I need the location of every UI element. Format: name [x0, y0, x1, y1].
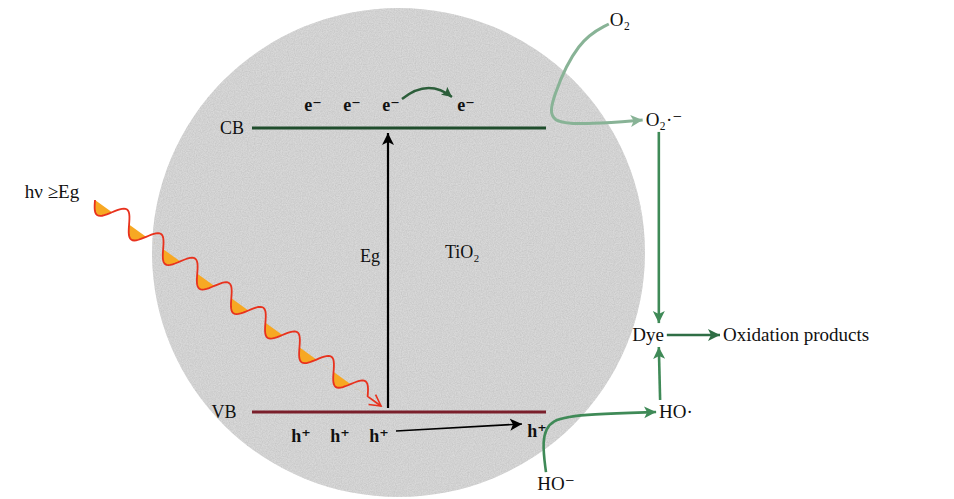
dye-label: Dye — [629, 323, 667, 347]
hydroxyl-radical-label: HO· — [656, 400, 696, 424]
label-anchor: Eg — [360, 246, 380, 267]
label-anchor: h⁺ — [527, 421, 547, 442]
oxygen-label: O₂ — [607, 8, 633, 32]
species-text: HO⁻ — [534, 472, 577, 496]
particle-fill — [152, 8, 645, 497]
label-anchor: h⁺ — [330, 426, 350, 447]
electron-label: e⁻ — [304, 95, 322, 116]
superoxide-label: O₂·⁻ — [643, 108, 686, 132]
hydroxide-label: HO⁻ — [534, 472, 577, 496]
valence-band-line — [252, 411, 546, 414]
label-anchor: hν ≥Eg — [25, 181, 79, 203]
products-label: Oxidation products — [720, 323, 872, 347]
species-text: O₂ — [607, 8, 633, 32]
label-anchor: e⁻ — [457, 95, 475, 116]
hole-label: h⁺ — [330, 426, 350, 447]
electron-label: e⁻ — [343, 95, 361, 116]
species-text: Dye — [629, 323, 667, 347]
band-gap-arrow — [387, 133, 389, 408]
reaction-arrow — [667, 334, 720, 337]
label-anchor: h⁺ — [369, 426, 389, 447]
electron-label: e⁻ — [382, 95, 400, 116]
species-text: HO· — [656, 400, 696, 424]
species-text: Oxidation products — [720, 323, 872, 347]
label-anchor: e⁻ — [382, 95, 400, 116]
hole-label: h⁺ — [291, 426, 311, 447]
particle-outline — [152, 8, 645, 497]
reaction-arrow — [659, 347, 660, 400]
label-anchor: CB — [220, 118, 244, 139]
band-name: VB — [211, 402, 236, 423]
reaction-arrow — [658, 132, 661, 323]
hole-label: h⁺ — [369, 426, 389, 447]
species-text: O₂·⁻ — [643, 108, 686, 132]
photon-energy-label: hν ≥Eg — [25, 181, 79, 203]
electron-label: e⁻ — [457, 95, 475, 116]
label-anchor: h⁺ — [291, 426, 311, 447]
band-name: CB — [220, 118, 244, 139]
label-anchor: e⁻ — [343, 95, 361, 116]
label-anchor: e⁻ — [304, 95, 322, 116]
particle-texture — [152, 8, 645, 497]
tio2-particle: TiO₂ — [152, 8, 645, 497]
hole-label: h⁺ — [527, 421, 547, 442]
conduction-band-line — [252, 127, 546, 130]
label-anchor: VB — [211, 402, 236, 423]
particle-name: TiO₂ — [442, 241, 483, 264]
band-gap-label: Eg — [360, 246, 380, 267]
